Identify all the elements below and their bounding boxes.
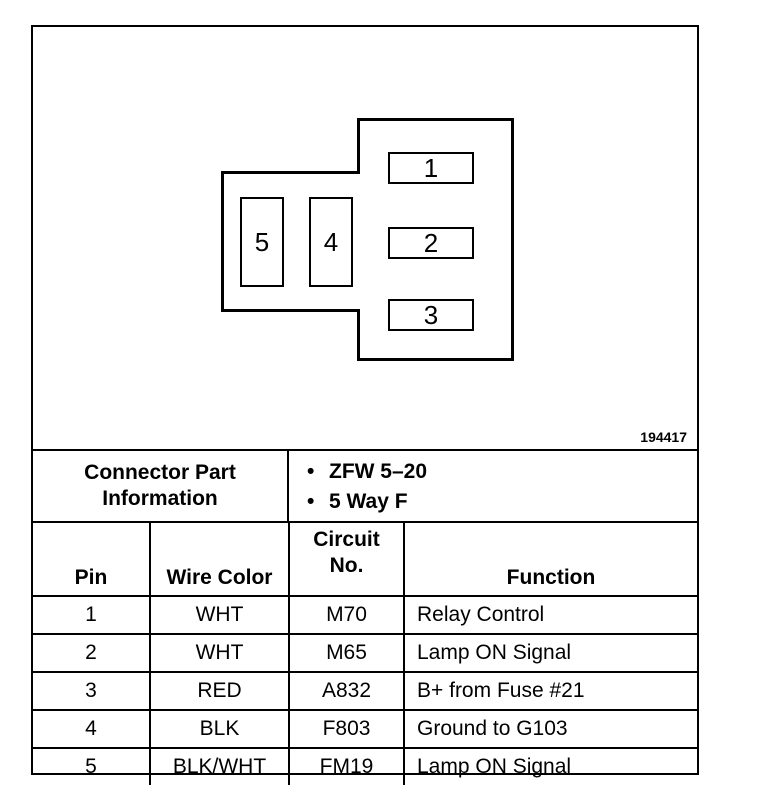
- header-wire-color: Wire Color: [149, 523, 290, 597]
- table-row: 4 BLK F803 Ground to G103: [33, 709, 697, 749]
- connector-notch-top: [221, 118, 360, 174]
- header-circuit-line2: No.: [329, 554, 364, 577]
- pin-2-number: 2: [423, 227, 439, 258]
- cell-pin: 5: [33, 747, 151, 785]
- connector-part-info: Connector Part Information ZFW 5–20 5 Wa…: [33, 451, 697, 523]
- table-row: 1 WHT M70 Relay Control: [33, 595, 697, 635]
- cell-circuit: M65: [288, 633, 405, 673]
- cell-circuit: F803: [288, 709, 405, 749]
- cell-function: Lamp ON Signal: [403, 633, 697, 673]
- cell-function: Ground to G103: [403, 709, 697, 749]
- cell-function: Relay Control: [403, 595, 697, 635]
- part-info-label-line1: Connector Part: [84, 461, 236, 484]
- cell-pin: 1: [33, 595, 151, 635]
- cell-circuit: A832: [288, 671, 405, 711]
- part-info-values: ZFW 5–20 5 Way F: [289, 451, 697, 521]
- connector-notch-bottom: [221, 309, 360, 361]
- pin-4-number: 4: [323, 226, 339, 257]
- pin-3-terminal: 3: [388, 299, 474, 331]
- pin-1-number: 1: [423, 152, 439, 183]
- pin-5-terminal: 5: [240, 197, 284, 287]
- pin-3-number: 3: [423, 299, 439, 330]
- pin-1-terminal: 1: [388, 152, 474, 184]
- header-pin: Pin: [33, 523, 151, 597]
- cell-wire-color: WHT: [149, 633, 290, 673]
- table-row: 5 BLK/WHT FM19 Lamp ON Signal: [33, 747, 697, 785]
- cell-wire-color: RED: [149, 671, 290, 711]
- connector-diagram: 1 2 3 4 5 194417: [33, 27, 697, 451]
- cell-pin: 3: [33, 671, 151, 711]
- part-info-item: ZFW 5–20: [307, 457, 697, 487]
- pin-2-terminal: 2: [388, 227, 474, 259]
- pin-table: Pin Wire Color Circuit No. Function 1 WH…: [33, 523, 697, 785]
- cell-pin: 2: [33, 633, 151, 673]
- table-row: 2 WHT M65 Lamp ON Signal: [33, 633, 697, 673]
- cell-pin: 4: [33, 709, 151, 749]
- header-circuit-line1: Circuit: [313, 528, 380, 551]
- cell-wire-color: WHT: [149, 595, 290, 635]
- cell-function: B+ from Fuse #21: [403, 671, 697, 711]
- pin-table-header: Pin Wire Color Circuit No. Function: [33, 523, 697, 597]
- table-row: 3 RED A832 B+ from Fuse #21: [33, 671, 697, 711]
- figure-id: 194417: [640, 429, 687, 445]
- part-info-label-line2: Information: [102, 487, 218, 510]
- part-info-label: Connector Part Information: [33, 451, 289, 521]
- pin-5-number: 5: [254, 226, 270, 257]
- connector-face: 1 2 3 4 5: [221, 118, 514, 361]
- pin-4-terminal: 4: [309, 197, 353, 287]
- connector-info-frame: 1 2 3 4 5 194417 Connector Part Informat…: [31, 25, 699, 785]
- cell-circuit: M70: [288, 595, 405, 635]
- part-info-item: 5 Way F: [307, 487, 697, 517]
- cell-function: Lamp ON Signal: [403, 747, 697, 785]
- header-circuit: Circuit No.: [288, 523, 405, 597]
- cell-circuit: FM19: [288, 747, 405, 785]
- cell-wire-color: BLK/WHT: [149, 747, 290, 785]
- cell-wire-color: BLK: [149, 709, 290, 749]
- header-function: Function: [403, 523, 697, 597]
